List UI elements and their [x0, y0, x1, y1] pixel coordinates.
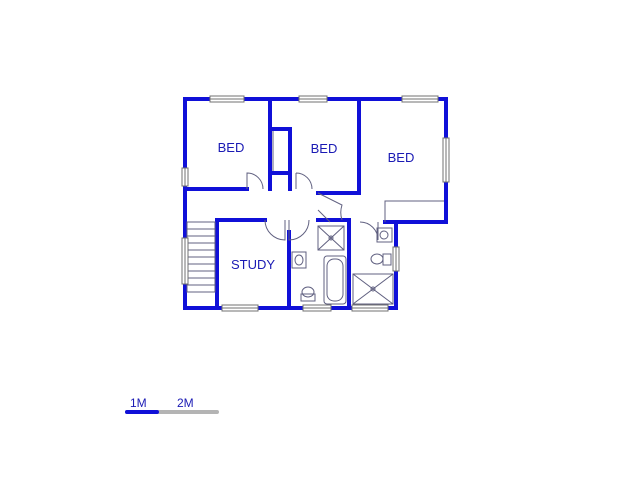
- room-label-bed-1: BED: [218, 140, 245, 155]
- basin-ensuite: [376, 227, 393, 243]
- scale-bar: 1M 2M: [125, 396, 219, 414]
- room-label-study: STUDY: [231, 257, 275, 272]
- room-label-bed-2: BED: [311, 141, 338, 156]
- walls: [183, 97, 448, 310]
- door-study: [264, 219, 286, 241]
- door-bed2: [295, 172, 313, 190]
- room-label-bed-3: BED: [388, 150, 415, 165]
- shower-ensuite: [352, 273, 394, 305]
- door-bed1: [246, 172, 264, 190]
- door-ensuite: [359, 221, 379, 241]
- built-in-cupboard: [384, 200, 444, 222]
- toilet-ensuite: [370, 253, 384, 265]
- thin-lines: [186, 131, 444, 305]
- doors: [246, 172, 379, 241]
- scale-label-2m: 2M: [177, 396, 194, 410]
- room-labels: BED BED BED STUDY: [218, 140, 415, 272]
- windows: [181, 95, 450, 312]
- door-bed3: [317, 192, 343, 221]
- door-bathroom: [288, 219, 310, 241]
- bathtub: [323, 255, 347, 305]
- toilet-main-bath: [300, 293, 316, 302]
- shower-upper: [317, 225, 345, 251]
- basin-main-bath: [291, 251, 307, 269]
- scale-label-1m: 1M: [130, 396, 147, 410]
